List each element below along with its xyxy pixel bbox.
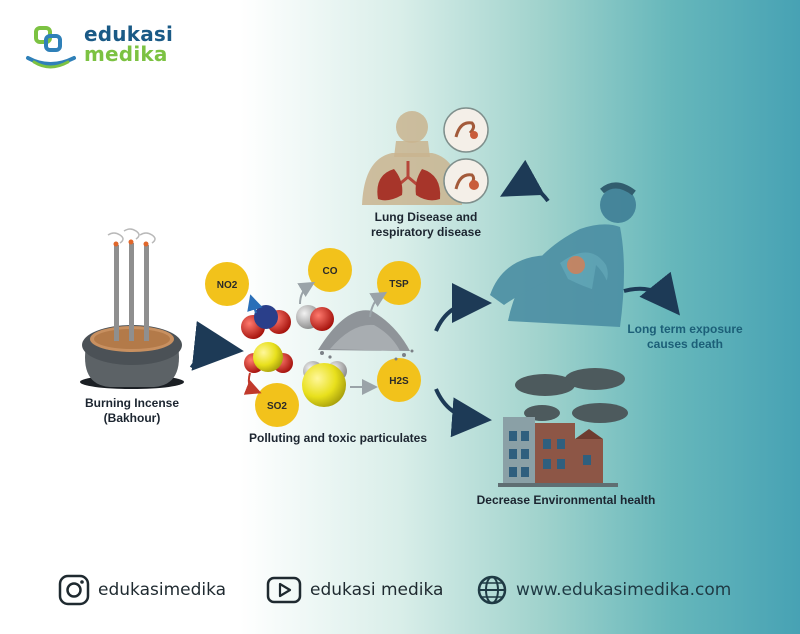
co-molecule-icon — [296, 305, 334, 331]
globe-icon — [477, 575, 507, 605]
arrow-to-death-icon — [623, 271, 681, 316]
no2-molecule-icon — [241, 305, 291, 339]
incense-burner-icon — [80, 228, 184, 389]
brand-line-2: medika — [84, 42, 168, 66]
brand-name: edukasi medika — [84, 24, 173, 64]
logo-mark-icon — [26, 26, 76, 69]
lung-detail-top-icon — [443, 107, 489, 153]
so2-label: SO2 — [267, 401, 287, 412]
h2s-molecule-icon — [302, 361, 347, 407]
arrow-to-particulates-icon — [189, 321, 244, 371]
website-url: www.edukasimedika.com — [516, 580, 732, 600]
lungs-icon — [362, 111, 462, 205]
so2-molecule-icon — [244, 342, 293, 373]
footer-instagram[interactable]: edukasimedika — [58, 572, 226, 608]
arrow-to-lungs-icon — [500, 159, 550, 203]
arrow-to-person-icon — [434, 283, 492, 332]
long-term-exposure-label: Long term exposure causes death — [627, 322, 743, 351]
lung-detail-bottom-icon — [443, 158, 489, 204]
youtube-icon — [266, 576, 302, 604]
co-label: CO — [323, 266, 338, 277]
person-chest-pain-icon — [490, 182, 636, 327]
so2-particle-icon: SO2 — [255, 383, 299, 427]
burning-incense-label: Burning Incense (Bakhour) — [84, 396, 179, 425]
youtube-channel: edukasi medika — [310, 580, 444, 600]
instagram-icon — [58, 574, 90, 606]
lung-disease-label: Lung Disease and respiratory disease — [370, 210, 482, 239]
tsp-particle-icon: TSP — [377, 261, 421, 305]
no2-particle-icon: NO2 — [205, 262, 249, 306]
environmental-health-label: Decrease Environmental health — [476, 493, 656, 507]
dust-pile-icon — [318, 310, 414, 361]
footer-website[interactable]: www.edukasimedika.com — [476, 572, 731, 608]
footer-youtube[interactable]: edukasi medika — [266, 572, 443, 608]
h2s-label: H2S — [389, 376, 409, 387]
brand-logo — [26, 26, 76, 69]
instagram-handle: edukasimedika — [98, 580, 227, 600]
brand-line-1: edukasi — [84, 22, 174, 46]
co-particle-icon: CO — [308, 248, 352, 292]
particulates-label: Polluting and toxic particulates — [248, 431, 428, 445]
arrow-to-environment-icon — [434, 388, 492, 438]
no2-label: NO2 — [217, 280, 238, 291]
h2s-particle-icon: H2S — [377, 358, 421, 402]
incense-health-diagram: NO2 CO TSP SO2 H2S — [80, 107, 681, 487]
tsp-label: TSP — [389, 279, 409, 290]
factory-pollution-icon — [498, 368, 628, 487]
